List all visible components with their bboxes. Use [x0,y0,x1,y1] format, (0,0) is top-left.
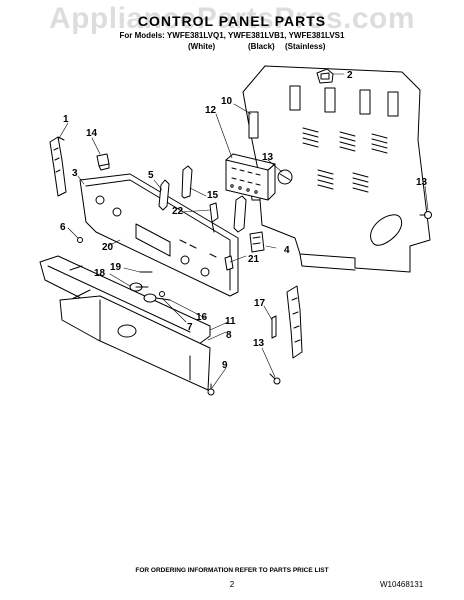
part-21-clip [224,255,234,271]
callout-labels: 1 2 3 4 5 6 7 8 9 10 11 12 13 13 13 14 1… [60,70,428,371]
part-17-right-end-cap [271,285,303,359]
variant-black: (Black) [248,42,275,51]
callout-4: 4 [284,245,290,256]
page-number: 2 [229,580,235,589]
callout-8: 8 [226,330,232,341]
callout-22: 22 [172,206,184,217]
part-13-screw-upper [277,169,293,185]
callout-16: 16 [196,312,208,323]
part-16-knob [143,293,171,303]
callout-13-right: 13 [416,177,428,188]
callout-6: 6 [60,222,66,233]
callout-18: 18 [94,268,106,279]
leader-lines [57,73,429,389]
watermark: AppliancePartsPros.com [48,2,416,35]
callout-11: 11 [225,316,236,327]
callout-20: 20 [102,242,114,253]
part-2-clip [316,68,334,84]
part-18-knob [129,282,149,292]
ordering-note: FOR ORDERING INFORMATION REFER TO PARTS … [135,567,329,574]
part-13-screw-right [419,211,432,219]
part-13-screw-lower [269,373,281,385]
callout-21: 21 [248,254,260,265]
part-5-trim [158,179,170,211]
callout-1: 1 [63,114,69,125]
part-4-terminal-block [249,231,265,253]
callout-12: 12 [205,105,217,116]
part-9-screw [207,383,215,396]
callout-13-lower: 13 [253,338,265,349]
callout-17: 17 [254,298,266,309]
part-15-bracket [181,165,247,233]
document-number: W10468131 [380,580,424,589]
callout-13-upper: 13 [262,152,274,163]
part-12-electronic-control [225,111,276,201]
callout-9: 9 [222,360,228,371]
callout-7: 7 [187,322,193,333]
rear-control-panel [242,65,431,273]
model-list: For Models: YWFE381LVQ1, YWFE381LVB1, YW… [119,31,345,40]
callout-15: 15 [207,190,219,201]
part-6-screw [77,237,83,243]
part-7-screw [159,291,165,297]
part-8-lower-panel [59,295,211,391]
callout-19: 19 [110,262,122,273]
part-1-left-end-cap [49,136,67,197]
callout-5: 5 [148,170,154,181]
callout-10: 10 [221,96,233,107]
callout-2: 2 [347,70,353,81]
variant-stainless: (Stainless) [285,42,326,51]
callout-3: 3 [72,168,78,179]
exploded-parts-diagram: 1 2 3 4 5 6 7 8 9 10 11 12 13 13 13 14 1… [39,65,432,396]
part-22-clip [209,202,219,233]
page-title: CONTROL PANEL PARTS [137,13,327,29]
variant-white: (White) [188,42,216,51]
callout-14: 14 [86,128,98,139]
part-14-switch [96,153,110,171]
